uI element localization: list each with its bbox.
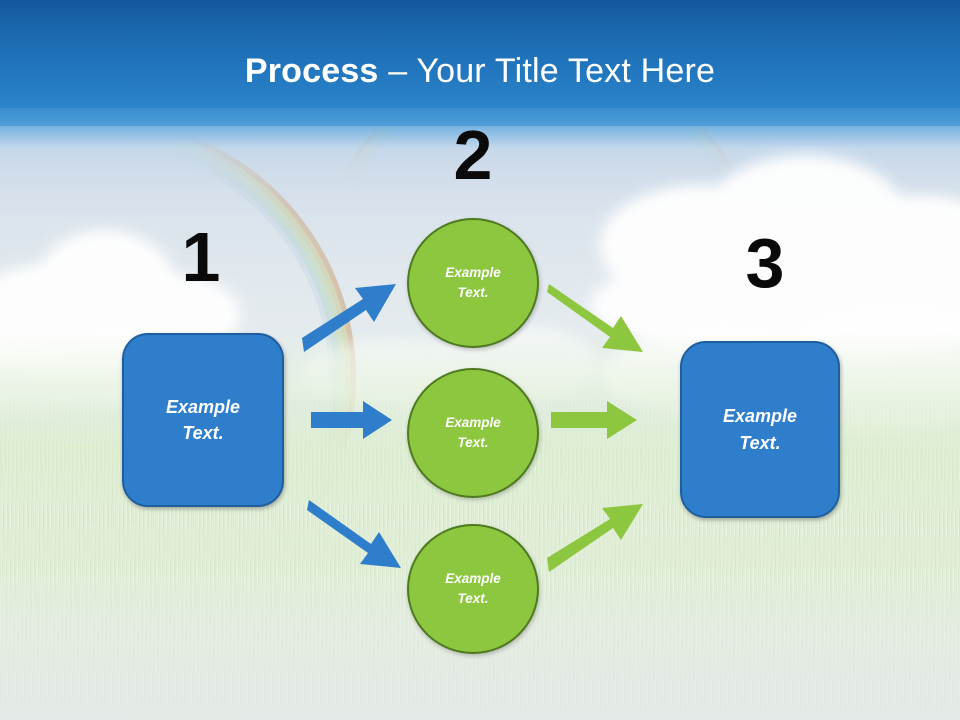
process-circle-top-text: Example Text. — [445, 263, 501, 302]
process-box-left-line2: Text. — [182, 423, 224, 443]
process-box-right-line2: Text. — [739, 432, 781, 453]
process-circle-bottom-line2: Text. — [457, 591, 489, 606]
green-arrow-down-icon — [545, 284, 647, 356]
process-box-right-line1: Example — [722, 406, 798, 427]
page-title: Process – Your Title Text Here — [0, 50, 960, 92]
process-circle-top-line1: Example — [445, 265, 501, 281]
blue-arrow-down-icon — [305, 500, 405, 572]
process-circle-middle-line2: Text. — [457, 435, 489, 450]
step-number-2: 2 — [453, 116, 493, 194]
step-number-1: 1 — [181, 218, 221, 296]
step-number-3: 3 — [745, 224, 785, 302]
process-circle-top[interactable]: Example Text. — [407, 218, 539, 348]
process-circle-bottom[interactable]: Example Text. — [407, 524, 539, 654]
title-banner-fade — [0, 108, 960, 148]
process-box-right-text: Example Text. — [723, 403, 797, 455]
process-circle-middle-line1: Example — [445, 415, 501, 431]
process-circle-bottom-text: Example Text. — [445, 569, 501, 608]
page-title-rest: – Your Title Text Here — [378, 52, 716, 90]
page-title-strong: Process — [244, 52, 379, 90]
process-circle-middle[interactable]: Example Text. — [407, 368, 539, 498]
green-arrow-up-icon — [545, 500, 647, 572]
process-box-right[interactable]: Example Text. — [680, 341, 840, 518]
process-circle-top-line2: Text. — [457, 285, 489, 300]
title-banner — [0, 0, 960, 126]
green-arrow-right-icon — [551, 400, 639, 440]
process-box-left-line1: Example — [165, 396, 241, 417]
blue-arrow-up-icon — [300, 282, 400, 354]
process-circle-middle-text: Example Text. — [445, 413, 501, 452]
process-box-left-text: Example Text. — [166, 394, 240, 446]
process-box-left[interactable]: Example Text. — [122, 333, 284, 507]
blue-arrow-right-icon — [311, 400, 393, 440]
process-circle-bottom-line1: Example — [445, 571, 501, 587]
